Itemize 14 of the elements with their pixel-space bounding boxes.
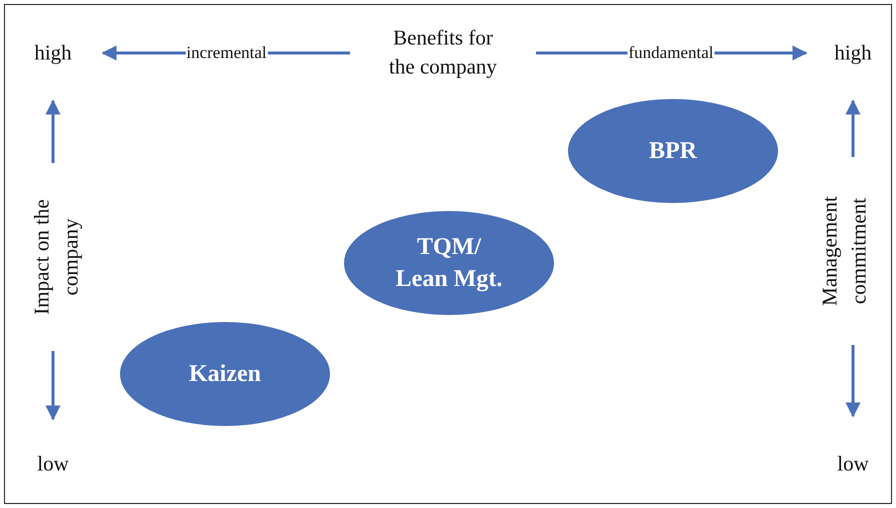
- axis-label: Management commitment: [816, 184, 874, 318]
- axis-label: Impact on the company: [28, 198, 86, 316]
- scale-label: high: [834, 38, 872, 68]
- method-name: Kaizen: [188, 360, 262, 389]
- method-name: BPR: [648, 136, 698, 166]
- scale-label: low: [37, 449, 69, 479]
- arrow: [846, 100, 860, 157]
- arrow: [46, 351, 60, 420]
- scale-label: low: [837, 449, 869, 479]
- axis-title: Benefits for the company: [378, 24, 508, 82]
- arrow: [46, 100, 60, 163]
- scale-label: high: [34, 38, 72, 68]
- method-name: TQM/ Lean Mgt.: [394, 232, 504, 294]
- arrow: [846, 345, 860, 418]
